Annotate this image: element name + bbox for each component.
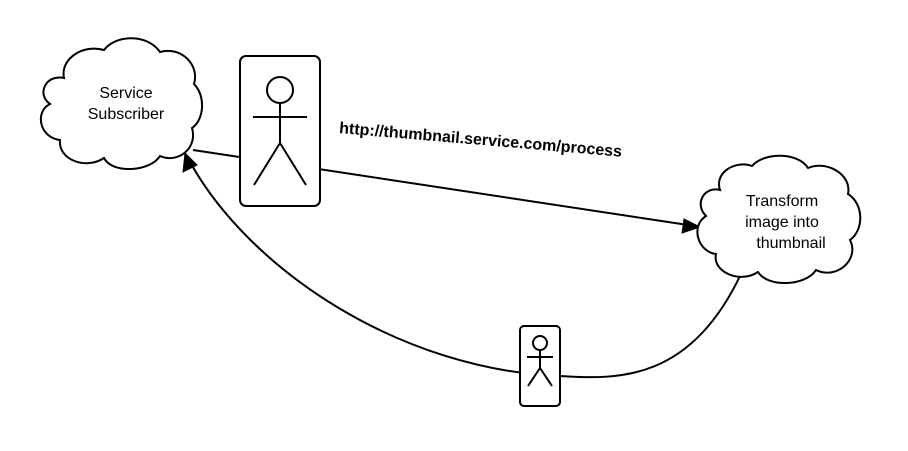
- transform-label-line: Transform: [745, 193, 819, 210]
- service-subscriber-cloud: [40, 37, 203, 171]
- return-connector: [189, 161, 741, 379]
- actor-card-large: [239, 55, 321, 207]
- actor-card-small: [519, 325, 561, 407]
- actor-large-leg-left: [253, 142, 281, 186]
- service-subscriber-label-line: Service: [99, 85, 153, 102]
- transform-label-line: image into: [745, 214, 819, 231]
- transform-label-line: thumbnail: [756, 235, 826, 252]
- return-arrowhead: [182, 151, 198, 173]
- actor-small-leg-left: [527, 367, 541, 387]
- actor-large-leg-right: [279, 142, 307, 186]
- transform-label: Transform image into thumbnail: [714, 191, 850, 254]
- transform-cloud: [696, 154, 862, 285]
- service-subscriber-label: Service Subscriber: [56, 83, 196, 125]
- request-arrowhead: [681, 218, 702, 234]
- service-subscriber-label-line: Subscriber: [87, 106, 165, 123]
- actor-small-leg-right: [539, 367, 553, 387]
